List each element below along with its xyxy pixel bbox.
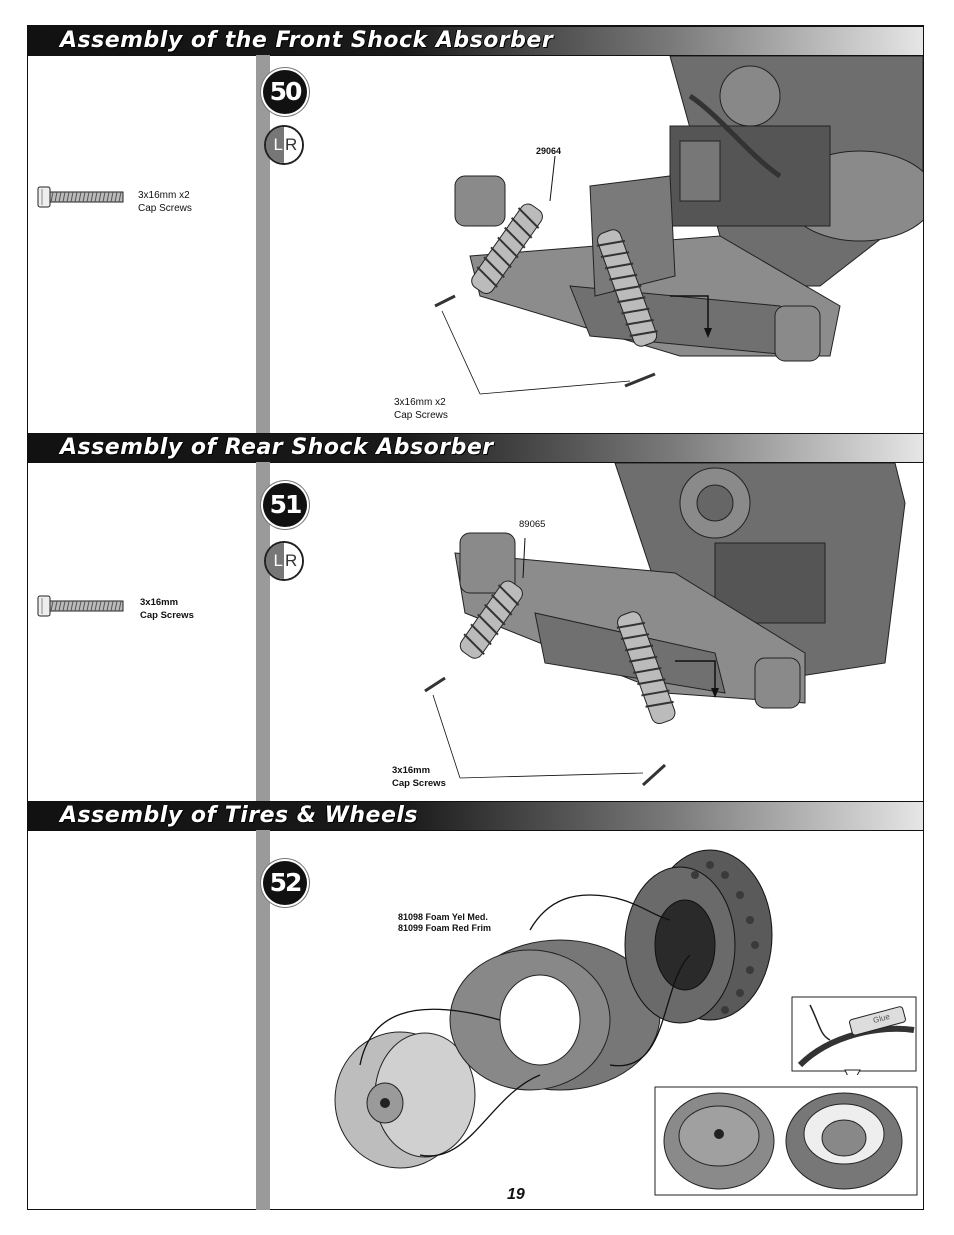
section-header-front-shock: Assembly of the Front Shock Absorber	[28, 26, 923, 56]
glue-inset	[791, 996, 917, 1075]
left-right-icon: L R	[264, 541, 304, 581]
part-number: 89065	[519, 519, 546, 530]
cap-screw-icon	[37, 186, 124, 208]
step-number-50: 50	[263, 70, 307, 114]
divider-bar	[256, 55, 270, 433]
divider-bar	[256, 830, 270, 1210]
section-title: Assembly of Rear Shock Absorber	[60, 435, 494, 460]
section-header-rear-shock: Assembly of Rear Shock Absorber	[28, 433, 923, 463]
part-number: 29064	[536, 146, 562, 156]
screw-label: 3x16mm x2 Cap Screws	[138, 190, 192, 214]
step-number-52: 52	[263, 861, 307, 905]
section-header-tires-wheels: Assembly of Tires & Wheels	[28, 801, 923, 831]
screw-label: 3x16mm Cap Screws	[140, 597, 194, 621]
left-right-icon: L R	[264, 125, 304, 165]
screw-callout: 3x16mm Cap Screws	[392, 765, 446, 789]
divider-bar	[256, 462, 270, 801]
foam-label: 81098 Foam Yel Med. 81099 Foam Red Frim	[398, 912, 492, 933]
rear-chassis-illustration	[424, 463, 906, 787]
screw-callout: 3x16mm x2 Cap Screws	[394, 397, 448, 421]
page-number: 19	[507, 1186, 525, 1203]
tire-wheel-exploded-illustration	[334, 849, 773, 1169]
page-frame	[27, 25, 924, 1210]
section-title: Assembly of Tires & Wheels	[60, 803, 419, 828]
section-title: Assembly of the Front Shock Absorber	[60, 28, 554, 53]
front-chassis-illustration	[434, 56, 923, 395]
tire-result-inset	[654, 1086, 918, 1196]
step-number-51: 51	[263, 483, 307, 527]
cap-screw-icon	[37, 595, 124, 617]
